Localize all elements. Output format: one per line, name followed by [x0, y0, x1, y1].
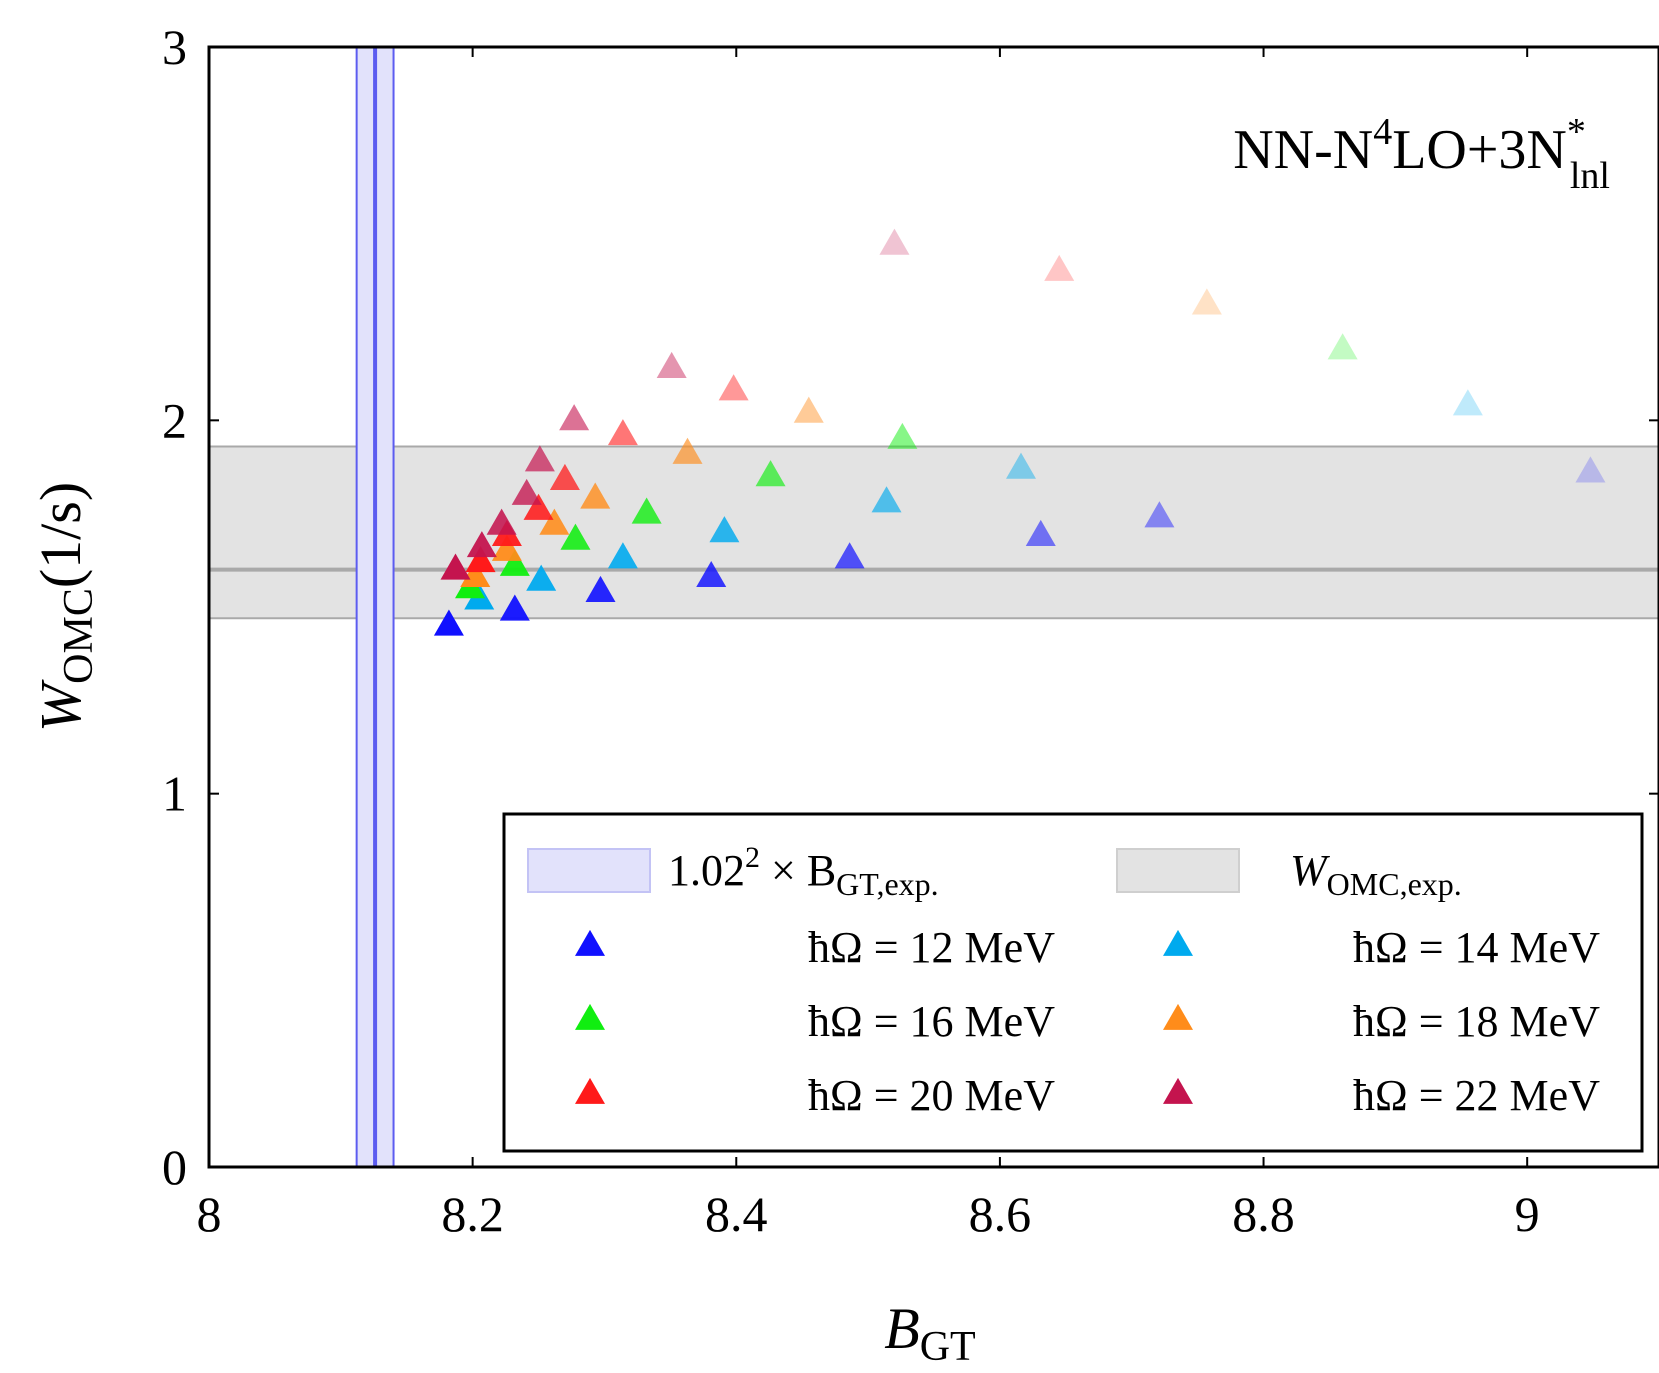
point-series-1-8: [1575, 456, 1606, 483]
point-series-2-3: [607, 542, 638, 569]
annotation-mid: LO+3N: [1392, 119, 1567, 181]
legend-label-1: ħΩ = 12 MeV: [808, 923, 1055, 972]
x-axis-label-main: B: [884, 1296, 919, 1361]
point-series-4-6: [793, 396, 824, 423]
legend-label-y-band: WOMC,exp.: [1290, 846, 1462, 902]
legend-label-4: ħΩ = 18 MeV: [1353, 997, 1600, 1046]
annotation-sup2: *: [1567, 111, 1586, 153]
legend-marker-6: [1163, 1077, 1193, 1104]
point-series-4-4: [580, 482, 611, 509]
point-series-3-6: [887, 422, 918, 449]
point-series-1-5: [834, 542, 865, 569]
y-tick-label-2: 1: [162, 766, 187, 822]
point-series-6-3: [486, 508, 517, 535]
point-series-2-2: [526, 564, 557, 591]
y-axis-label-sub: OMC: [56, 588, 102, 684]
legend-marker-2: [1163, 929, 1193, 956]
legend-x-band-mid: × B: [760, 846, 836, 895]
annotation-sup1: 4: [1373, 111, 1392, 153]
legend-label-6: ħΩ = 22 MeV: [1353, 1071, 1600, 1120]
legend-y-band-sub: OMC,exp.: [1327, 866, 1462, 902]
annotation-sub2: lnl: [1570, 155, 1610, 197]
point-series-3-3: [560, 523, 591, 550]
point-series-2-5: [871, 486, 902, 513]
legend-marker-3: [575, 1003, 605, 1030]
legend-marker-1: [575, 929, 605, 956]
legend-x-band-pre: 1.02: [668, 846, 745, 895]
y-axis-label-rest: (1/s): [28, 482, 93, 588]
legend-marker-5: [575, 1077, 605, 1104]
point-series-4-5: [672, 437, 703, 464]
legend-swatch-y-band: [1116, 848, 1240, 893]
x-tick-label-6: 9: [1515, 1186, 1540, 1242]
point-series-1-3: [585, 575, 616, 602]
point-series-6-4: [511, 478, 542, 505]
y-axis-label: WOMC(1/s): [28, 482, 102, 732]
point-series-3-2: [499, 549, 530, 576]
point-series-1-4: [696, 560, 727, 588]
y-axis-label-main: W: [28, 679, 93, 732]
point-series-6-5: [524, 445, 555, 472]
axis-ticks: 8 8.2 8.4 8.6 8.8 9 0 1 2 3: [162, 19, 1659, 1242]
legend-x-band-sub: GT,exp.: [836, 866, 938, 902]
point-series-4-1: [460, 560, 491, 588]
point-series-5-7: [1044, 254, 1075, 281]
point-series-1-6: [1025, 519, 1056, 546]
point-series-3-4: [631, 497, 662, 524]
point-series-5-1: [465, 546, 496, 573]
annotation-main: NN-N: [1233, 119, 1373, 181]
point-series-5-4: [549, 463, 580, 490]
model-annotation: NN-N4LO+3N*lnl: [1233, 111, 1610, 197]
legend-label-2: ħΩ = 14 MeV: [1353, 923, 1600, 972]
point-series-5-5: [607, 419, 638, 446]
point-series-2-7: [1452, 389, 1483, 416]
data-points: [433, 228, 1606, 636]
point-series-6-6: [559, 404, 590, 431]
x-axis-label: BGT: [884, 1296, 975, 1370]
point-series-3-7: [1327, 333, 1358, 360]
point-series-6-1: [440, 553, 471, 580]
y-tick-label-1: 0: [162, 1139, 187, 1195]
omc-exp-band: [209, 446, 1659, 619]
legend-label-x-band: 1.022 × BGT,exp.: [668, 841, 939, 902]
point-series-5-3: [523, 493, 554, 520]
legend-label-3: ħΩ = 16 MeV: [808, 997, 1055, 1046]
point-series-4-3: [539, 508, 570, 535]
point-series-6-7: [656, 351, 687, 378]
x-tick-label-2: 8.2: [441, 1186, 504, 1242]
x-tick-label-3: 8.4: [705, 1186, 768, 1242]
point-series-4-7: [1191, 288, 1222, 315]
point-series-1-2: [499, 594, 530, 621]
x-tick-label-1: 8: [197, 1186, 222, 1242]
legend-label-5: ħΩ = 20 MeV: [808, 1071, 1055, 1120]
plot-frame: [207, 45, 1659, 1169]
point-series-3-5: [755, 460, 786, 487]
point-series-2-4: [709, 516, 740, 543]
point-series-6-2: [466, 531, 497, 558]
x-tick-label-5: 8.8: [1232, 1186, 1295, 1242]
point-series-4-2: [491, 534, 522, 561]
legend-swatch-x-band: [527, 848, 651, 893]
point-series-1-1: [433, 609, 464, 636]
x-axis-label-sub: GT: [920, 1324, 976, 1370]
legend-box: [502, 812, 1644, 1153]
legend-y-band-main: W: [1290, 846, 1330, 895]
legend-series-entries: ħΩ = 12 MeV ħΩ = 14 MeV ħΩ = 16 MeV ħΩ = 18…: [575, 923, 1600, 1120]
point-series-1-7: [1144, 501, 1175, 528]
y-tick-label-3: 2: [162, 392, 187, 448]
x-tick-label-4: 8.6: [969, 1186, 1032, 1242]
point-series-2-6: [1006, 452, 1036, 479]
point-series-6-8: [879, 228, 910, 255]
legend-marker-4: [1163, 1003, 1193, 1030]
legend-x-band-sup: 2: [745, 841, 760, 874]
y-tick-label-4: 3: [162, 19, 187, 75]
point-series-5-6: [718, 374, 749, 401]
